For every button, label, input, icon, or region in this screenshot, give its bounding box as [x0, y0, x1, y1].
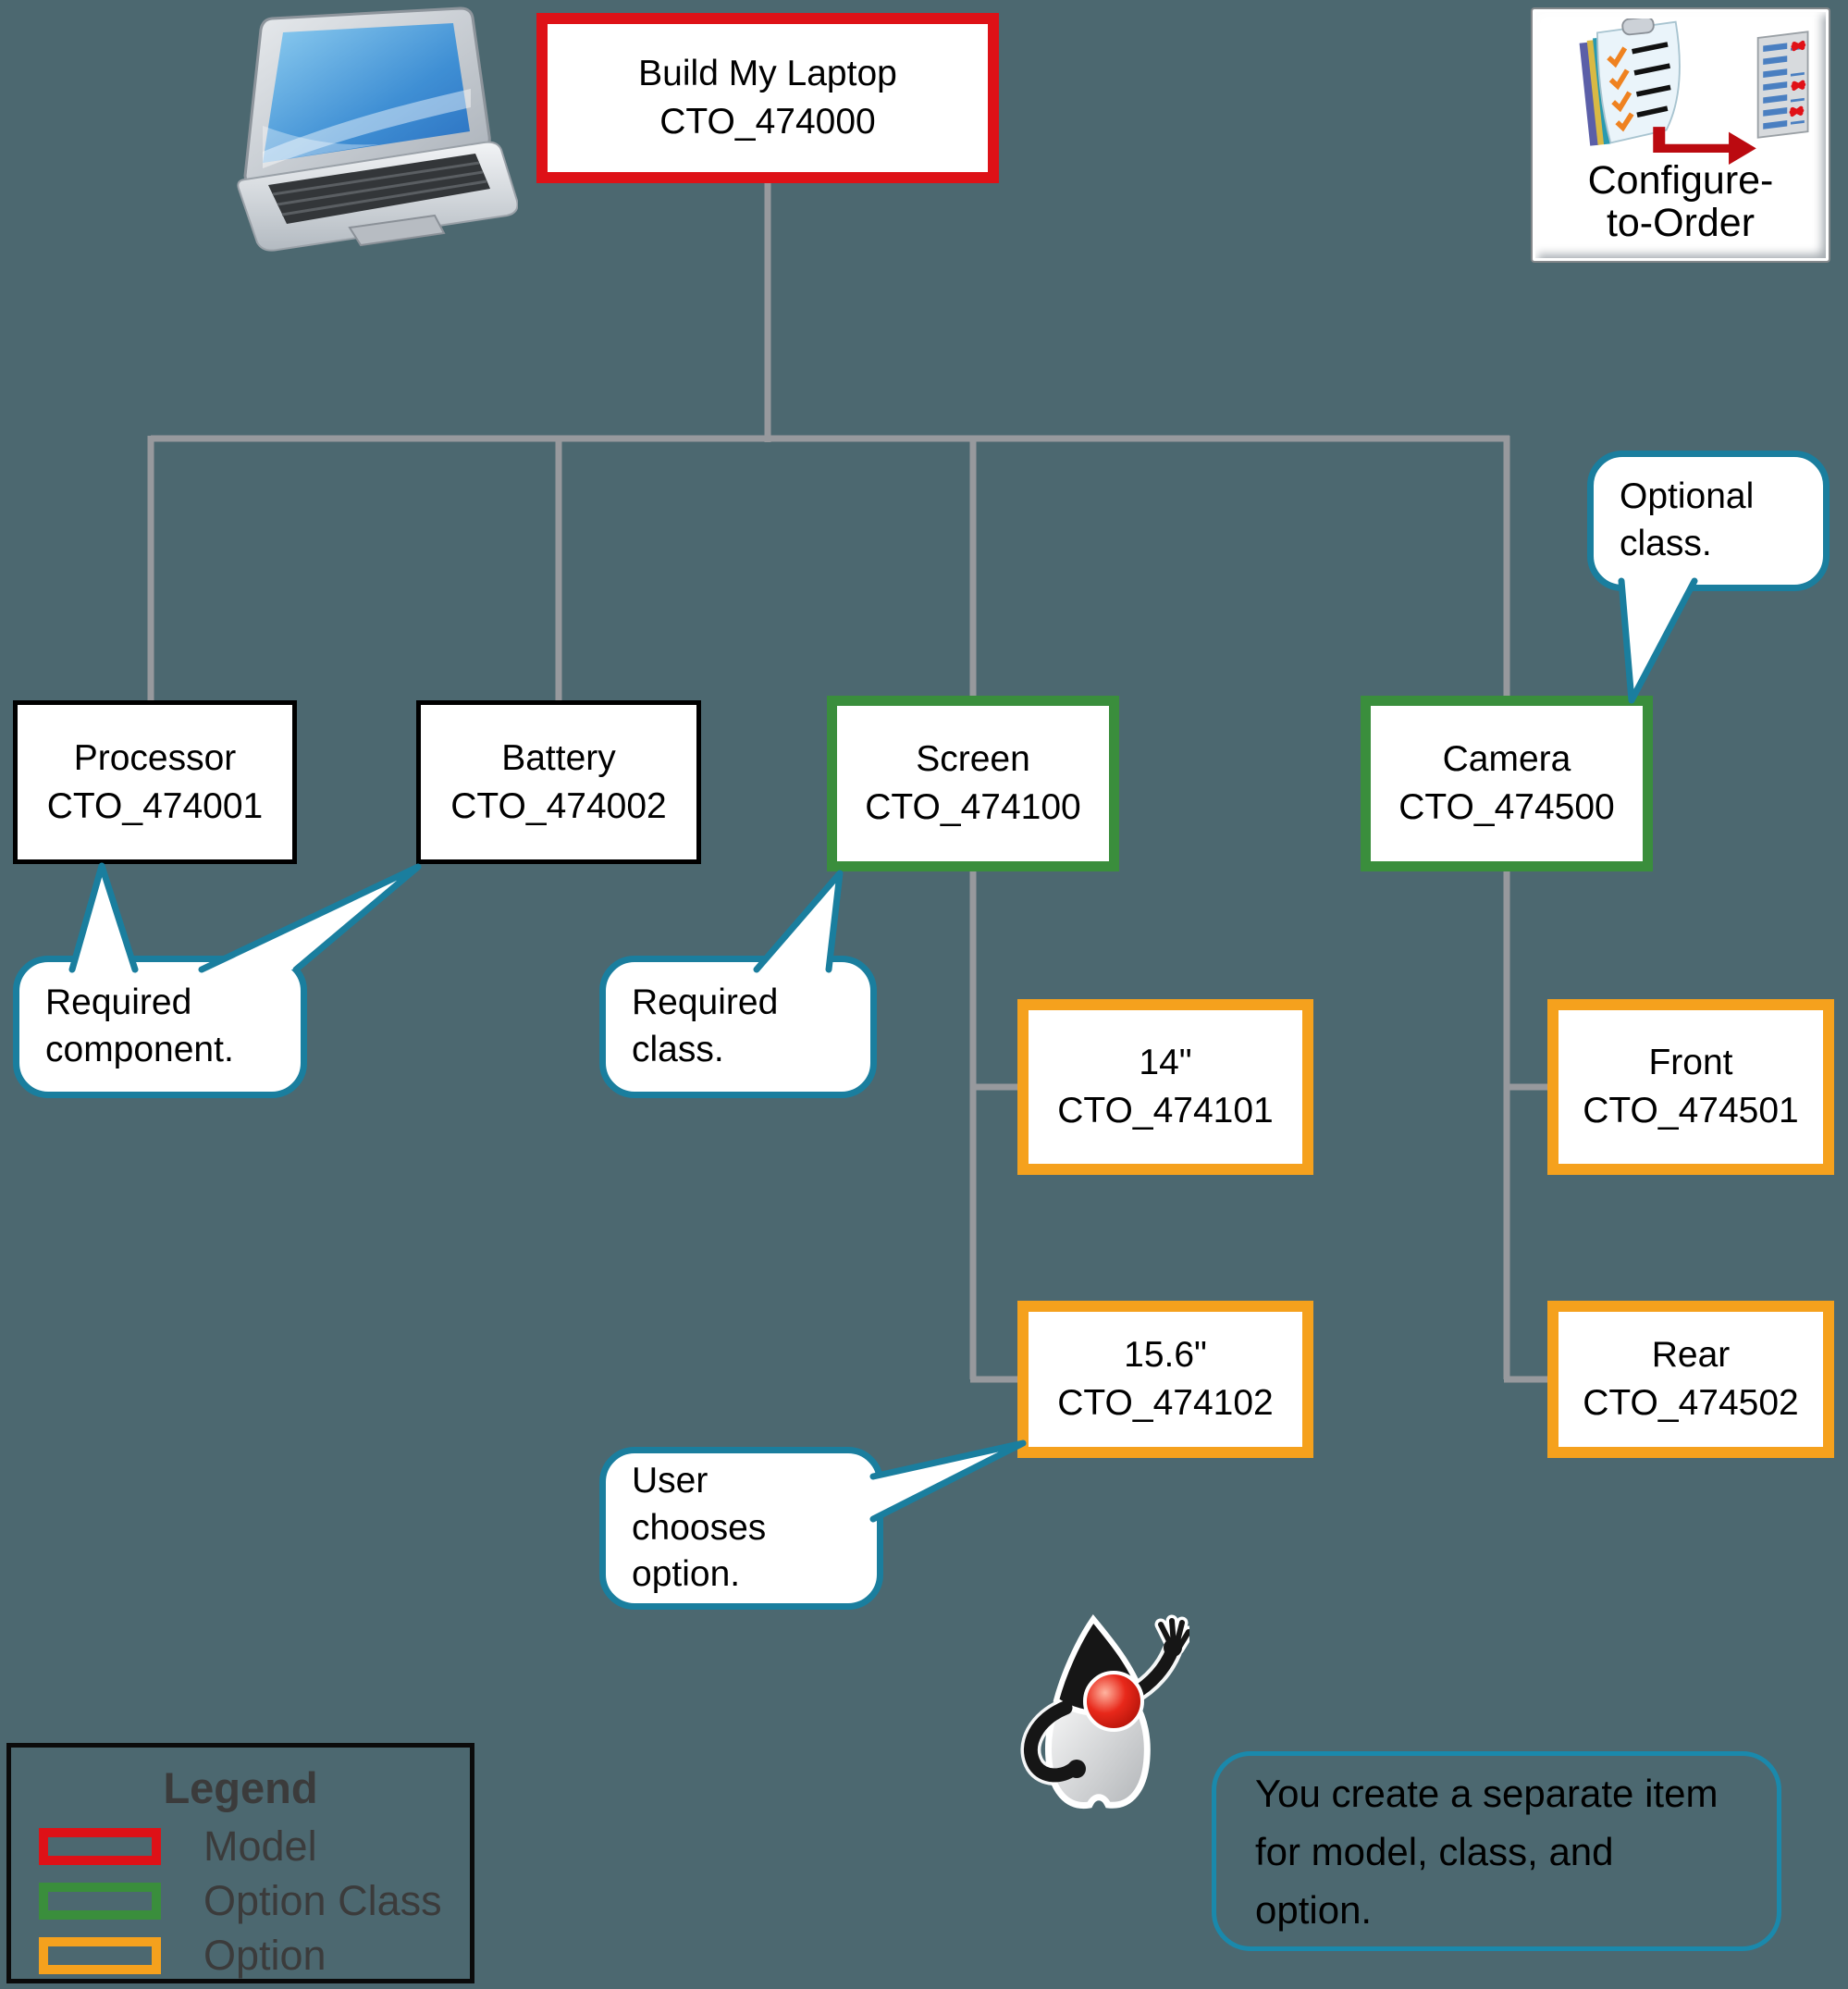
legend-title: Legend — [163, 1763, 318, 1812]
legend: Legend Model Option Class Option — [6, 1743, 474, 1983]
node-code: CTO_474100 — [865, 787, 1081, 827]
checklist-clipboard-icon — [1579, 19, 1681, 146]
model-color-swatch — [39, 1828, 161, 1865]
note-text: You create a separate item for model, cl… — [1255, 1771, 1719, 1932]
tree-connectors — [147, 178, 1547, 1383]
node-name: Processor — [73, 737, 237, 778]
node-code: CTO_474501 — [1583, 1091, 1799, 1130]
order-document-icon — [1756, 31, 1809, 139]
node-name: Battery — [501, 737, 616, 778]
node-name: Rear — [1651, 1335, 1731, 1376]
node-processor: Processor CTO_474001 — [13, 700, 297, 864]
callout-required-component: Required component. — [13, 956, 307, 1098]
callout-user-chooses-option: User chooses option. — [599, 1447, 883, 1610]
node-code: CTO_474502 — [1583, 1383, 1799, 1423]
note-bubble: You create a separate item for model, cl… — [1212, 1751, 1781, 1951]
configure-to-order-label: Configure- to-Order — [1588, 159, 1774, 245]
node-name: 15.6" — [1124, 1335, 1207, 1376]
cto-label-line2: to-Order — [1606, 201, 1756, 246]
node-rear: Rear CTO_474502 — [1547, 1301, 1834, 1458]
red-arrow-icon — [1653, 127, 1756, 165]
node-screen: Screen CTO_474100 — [827, 696, 1119, 871]
callout-optional-class: Optional class. — [1587, 451, 1830, 591]
callout-text: Optional class. — [1620, 476, 1755, 563]
node-camera: Camera CTO_474500 — [1361, 696, 1653, 871]
node-code: CTO_474500 — [1398, 787, 1615, 827]
node-build-my-laptop: Build My Laptop CTO_474000 — [536, 13, 999, 183]
legend-row-option: Option — [39, 1932, 470, 1979]
configure-to-order-icon: Configure- to-Order — [1531, 7, 1830, 263]
callout-text: Required component. — [45, 982, 234, 1069]
cto-label-line1: Configure- — [1587, 158, 1774, 203]
laptop-icon — [237, 6, 518, 252]
node-code: CTO_474101 — [1057, 1091, 1274, 1130]
legend-row-option-class: Option Class — [39, 1877, 470, 1924]
node-code: CTO_474001 — [46, 785, 264, 826]
node-name: Build My Laptop — [638, 54, 897, 94]
legend-label: Option Class — [203, 1877, 442, 1924]
duke-mascot-icon — [1020, 1614, 1189, 1810]
node-code: CTO_474102 — [1057, 1383, 1274, 1423]
option-color-swatch — [39, 1937, 161, 1974]
clipboard-to-order-art — [1579, 19, 1809, 165]
node-name: Camera — [1442, 739, 1571, 780]
node-name: Screen — [916, 739, 1030, 780]
node-screen-14: 14" CTO_474101 — [1017, 999, 1313, 1175]
callout-text: User chooses option. — [632, 1460, 767, 1595]
node-battery: Battery CTO_474002 — [416, 700, 701, 864]
node-name: 14" — [1139, 1043, 1192, 1083]
node-screen-156: 15.6" CTO_474102 — [1017, 1301, 1313, 1458]
callout-text: Required class. — [632, 982, 779, 1069]
node-front: Front CTO_474501 — [1547, 999, 1834, 1175]
node-code: CTO_474000 — [659, 102, 876, 142]
callout-required-class: Required class. — [599, 956, 877, 1098]
node-code: CTO_474002 — [450, 785, 667, 826]
legend-label: Option — [203, 1932, 326, 1979]
node-name: Front — [1648, 1043, 1733, 1083]
legend-row-model: Model — [39, 1822, 470, 1870]
legend-label: Model — [203, 1822, 317, 1870]
option-class-color-swatch — [39, 1883, 161, 1920]
